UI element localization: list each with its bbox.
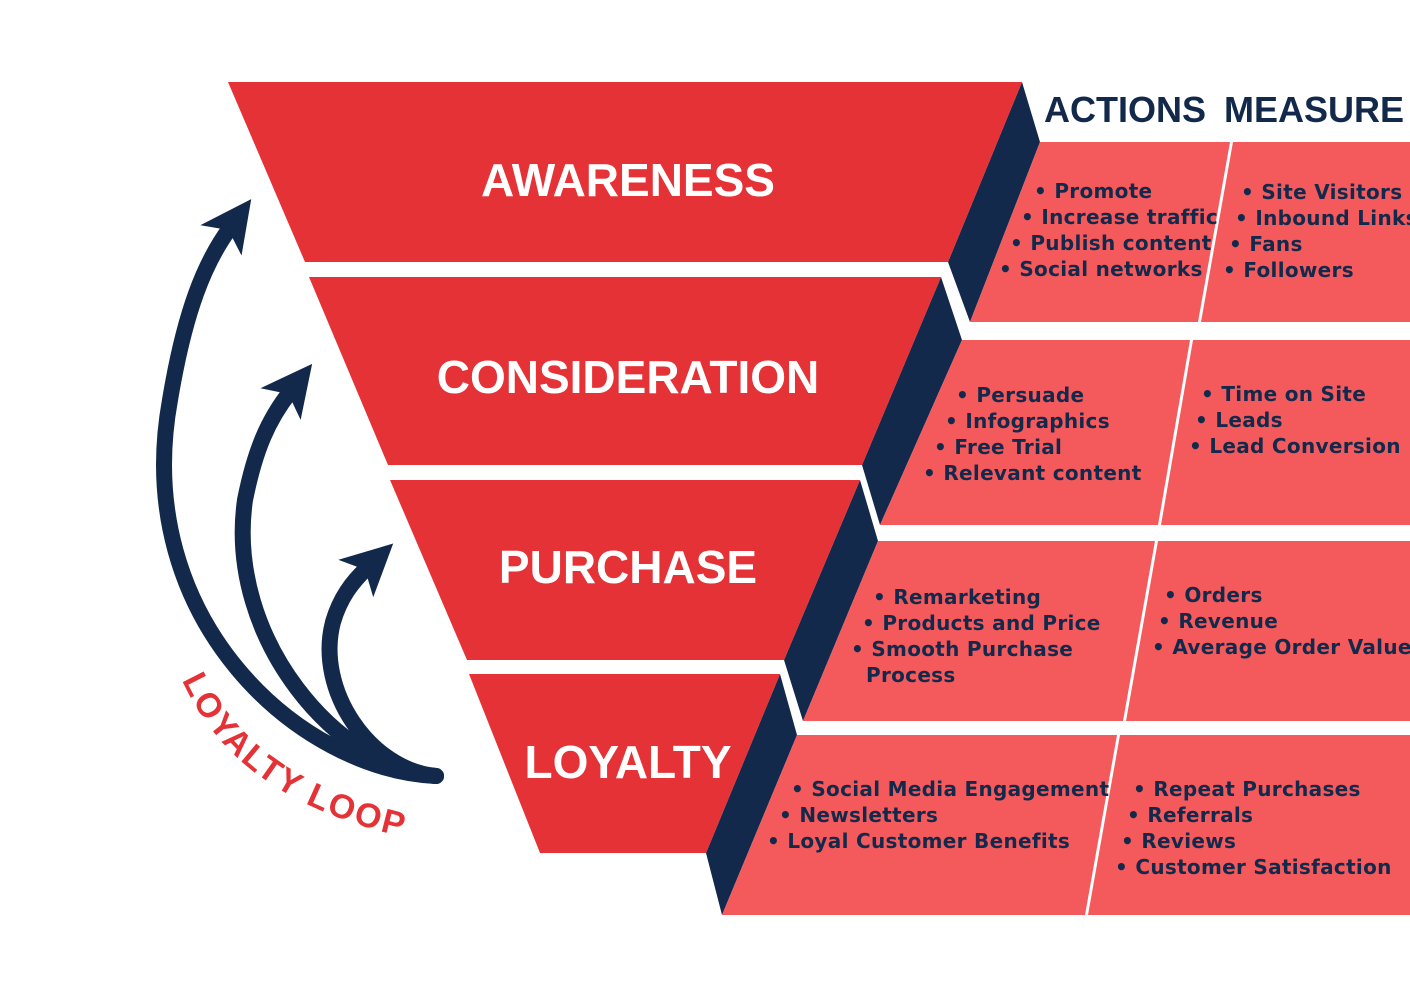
- list-item: • Fans: [1229, 232, 1303, 256]
- list-item: • Customer Satisfaction: [1115, 855, 1392, 879]
- actions-list-loyalty: • Social Media Engagement • Newsletters …: [767, 777, 1109, 853]
- measure-list-loyalty: • Repeat Purchases • Referrals • Reviews…: [1115, 777, 1392, 879]
- actions-panel-consideration: [880, 340, 1190, 525]
- actions-panel-awareness: [970, 142, 1230, 322]
- list-item: • Repeat Purchases: [1133, 777, 1361, 801]
- list-item: • Revenue: [1158, 609, 1278, 633]
- stage-titles: AWARENESS CONSIDERATION PURCHASE LOYALTY: [437, 154, 820, 788]
- funnel-side-faces: [706, 82, 1040, 915]
- side-face-loyalty: [706, 674, 797, 915]
- measure-panel-loyalty: [1088, 735, 1410, 915]
- actions-panel-loyalty: [722, 735, 1117, 915]
- stage-title-purchase: PURCHASE: [499, 541, 757, 593]
- list-item: • Infographics: [945, 409, 1110, 433]
- list-item: • Loyal Customer Benefits: [767, 829, 1070, 853]
- list-item: • Site Visitors: [1241, 180, 1402, 204]
- list-item: • Inbound Links: [1235, 206, 1410, 230]
- list-item: • Average Order Value: [1152, 635, 1410, 659]
- actions-column-header: ACTIONS: [1044, 89, 1206, 130]
- measure-panel-purchase: [1126, 541, 1410, 721]
- list-item: • Smooth Purchase: [851, 637, 1073, 661]
- actions-list-awareness: • Promote • Increase traffic • Publish c…: [999, 179, 1218, 281]
- curved-arrow-icon: [156, 199, 444, 784]
- panels: [722, 142, 1410, 915]
- actions-list-purchase: • Remarketing • Products and Price • Smo…: [851, 585, 1101, 687]
- list-item: • Persuade: [956, 383, 1084, 407]
- measure-panel-consideration: [1161, 340, 1410, 525]
- list-item: Process: [866, 663, 956, 687]
- list-item: • Time on Site: [1201, 382, 1366, 406]
- list-item: • Referrals: [1127, 803, 1253, 827]
- list-item: • Newsletters: [779, 803, 938, 827]
- list-item: • Remarketing: [873, 585, 1041, 609]
- side-face-purchase: [784, 480, 878, 721]
- loop-arrow-inner: [321, 543, 444, 784]
- side-face-awareness: [948, 82, 1040, 322]
- measure-list-consideration: • Time on Site • Leads • Lead Conversion: [1189, 382, 1401, 458]
- list-item: • Leads: [1195, 408, 1283, 432]
- stage-title-awareness: AWARENESS: [481, 154, 775, 206]
- stage-title-consideration: CONSIDERATION: [437, 351, 820, 403]
- loop-arrow-middle: [234, 363, 444, 784]
- list-item: • Lead Conversion: [1189, 434, 1401, 458]
- funnel-stage-loyalty: [469, 674, 780, 853]
- list-item: • Increase traffic: [1021, 205, 1218, 229]
- funnel-stage-awareness: [228, 82, 1022, 262]
- stage-title-loyalty: LOYALTY: [524, 736, 731, 788]
- actions-list-consideration: • Persuade • Infographics • Free Trial •…: [923, 383, 1142, 485]
- list-item: • Promote: [1034, 179, 1152, 203]
- funnel-stage-consideration: [309, 277, 941, 465]
- measure-list-purchase: • Orders • Revenue • Average Order Value: [1152, 583, 1410, 659]
- side-face-consideration: [862, 277, 962, 525]
- funnel-stage-purchase: [390, 480, 860, 660]
- measure-column-header: MEASURE: [1224, 89, 1404, 130]
- list-item: • Social networks: [999, 257, 1203, 281]
- list-item: • Publish content: [1010, 231, 1212, 255]
- list-item: • Products and Price: [862, 611, 1101, 635]
- list-item: • Orders: [1164, 583, 1263, 607]
- funnel: [228, 82, 1022, 853]
- loop-arrow-outer: [156, 199, 444, 784]
- measure-panel-awareness: [1201, 142, 1410, 322]
- list-item: • Followers: [1223, 258, 1354, 282]
- actions-panel-purchase: [803, 541, 1155, 721]
- list-item: • Social Media Engagement: [791, 777, 1109, 801]
- list-item: • Free Trial: [934, 435, 1062, 459]
- list-item: • Reviews: [1121, 829, 1236, 853]
- list-item: • Relevant content: [923, 461, 1142, 485]
- measure-list-awareness: • Site Visitors • Inbound Links • Fans •…: [1223, 180, 1410, 282]
